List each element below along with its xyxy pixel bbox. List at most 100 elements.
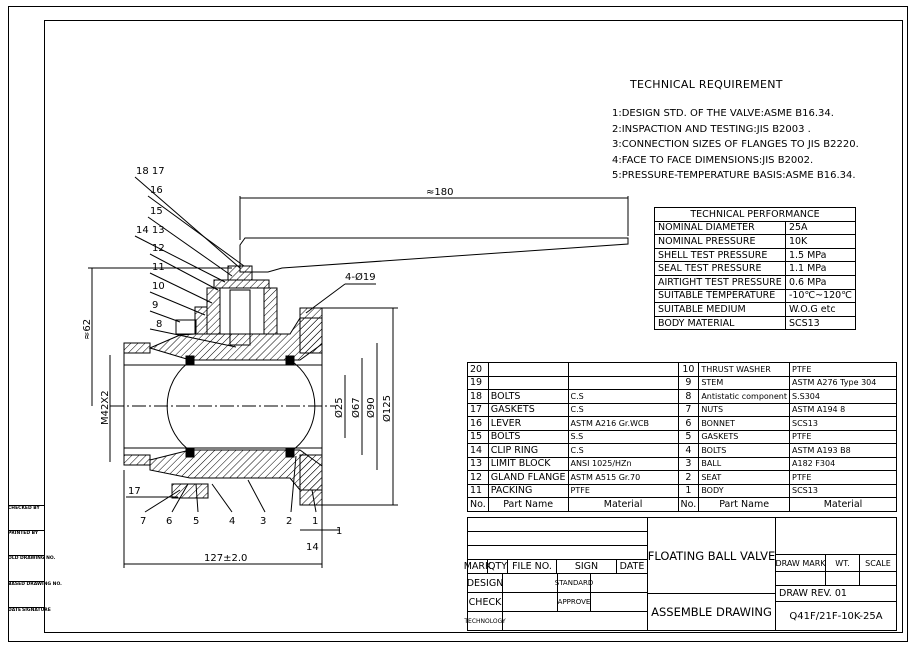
balloon-7: 7 bbox=[140, 516, 146, 527]
bom-header-material: Material bbox=[567, 497, 679, 512]
leader-1 bbox=[311, 489, 317, 513]
title-block: MARK QTY FILE NO. SIGN DATE DESIGN STAND… bbox=[464, 517, 897, 631]
balloon-17: 17 bbox=[128, 486, 141, 497]
requirement-item: 4:FACE TO FACE DIMENSIONS:JIS B2002. bbox=[612, 154, 814, 166]
bom-r-mat: PTFE bbox=[789, 429, 897, 444]
dim-125: Ø125 bbox=[381, 395, 393, 422]
leader-7 bbox=[144, 489, 181, 513]
side-label: CHECKED BY bbox=[8, 505, 44, 511]
bom-l-mat bbox=[567, 362, 679, 377]
leader-8 bbox=[149, 328, 237, 348]
balloon-1: 1 bbox=[312, 516, 318, 527]
bom-r-mat: ASTM A194 8 bbox=[789, 402, 897, 417]
balloon-4: 4 bbox=[229, 516, 235, 527]
bom-l-mat bbox=[567, 375, 679, 390]
leader-15 bbox=[147, 216, 233, 277]
technical-requirement-list: 1:DESIGN STD. OF THE VALVE:ASME B16.34. … bbox=[612, 106, 859, 184]
seat bbox=[285, 448, 295, 458]
dim-lever-length: ≈180 bbox=[426, 187, 453, 198]
bonnet-wall-right bbox=[263, 287, 278, 335]
model-number: Q41F/21F-10K-25A bbox=[775, 601, 897, 631]
leader-6 bbox=[171, 483, 189, 513]
bom-r-mat: ASTM A193 B8 bbox=[789, 443, 897, 458]
leader-9 bbox=[149, 310, 181, 323]
bom-r-mat: PTFE bbox=[789, 362, 897, 377]
dim-bore: Ø25 bbox=[333, 397, 345, 418]
bom-r-part: BODY bbox=[698, 483, 790, 498]
bom-r-part: SEAT bbox=[698, 470, 790, 485]
leader-5 bbox=[195, 483, 199, 513]
balloon-11: 11 bbox=[152, 262, 165, 273]
dim-face-to-face: 127±2.0 bbox=[204, 553, 247, 564]
bom-l-part: GASKETS bbox=[487, 402, 569, 417]
balloon-3: 3 bbox=[260, 516, 266, 527]
technical-requirement-title: TECHNICAL REQUIREMENT bbox=[630, 78, 783, 91]
right-flange-top bbox=[299, 307, 323, 354]
bom-l-part: BOLTS bbox=[487, 389, 569, 404]
bom-r-mat: PTFE bbox=[789, 470, 897, 485]
bom-l-mat: ANSI 1025/HZn bbox=[567, 456, 679, 471]
balloon-18-17: 18 17 bbox=[136, 166, 165, 177]
leader-16 bbox=[147, 195, 245, 267]
bonnet-wall-left bbox=[206, 287, 221, 335]
seat bbox=[185, 448, 195, 458]
requirement-item: 5:PRESSURE-TEMPERATURE BASIS:ASME B16.34… bbox=[612, 170, 856, 181]
bom-r-no: 2 bbox=[677, 470, 700, 485]
bom-l-mat: C.S bbox=[567, 443, 679, 458]
drawing-border bbox=[44, 20, 903, 633]
lever-shape bbox=[239, 237, 629, 273]
bom-header-part: Part Name bbox=[698, 497, 790, 512]
bom-r-no: 6 bbox=[677, 416, 700, 431]
balloon-16: 16 bbox=[150, 185, 163, 196]
balloon-2: 2 bbox=[286, 516, 292, 527]
dim-bolt-holes: 4-Ø19 bbox=[345, 271, 376, 283]
bolt-hole-leader bbox=[305, 283, 346, 314]
gland-flange bbox=[213, 279, 270, 289]
side-label: SIGNATURE bbox=[22, 607, 51, 613]
leader-4 bbox=[211, 483, 233, 513]
requirement-item: 3:CONNECTION SIZES OF FLANGES TO JIS B22… bbox=[612, 139, 859, 150]
bolt-top bbox=[175, 319, 197, 335]
bom-l-mat: C.S bbox=[567, 389, 679, 404]
bom-r-part: NUTS bbox=[698, 402, 790, 417]
bonnet bbox=[219, 287, 265, 335]
dim-67: Ø67 bbox=[350, 397, 362, 418]
bom-r-mat: SCS13 bbox=[789, 416, 897, 431]
bom-r-no: 5 bbox=[677, 429, 700, 444]
dim-1: 1 bbox=[336, 526, 342, 537]
bom-l-part: CLIP RING bbox=[487, 443, 569, 458]
side-label: DATE bbox=[8, 607, 22, 613]
side-label: PRINTED BY bbox=[8, 530, 44, 536]
bom-r-mat: A182 F304 bbox=[789, 456, 897, 471]
balloon-15: 15 bbox=[150, 206, 163, 217]
bom-header-no: No. bbox=[677, 497, 700, 512]
balloon-10: 10 bbox=[152, 281, 165, 292]
dim-height: ≈62 bbox=[82, 319, 93, 340]
bom-l-mat: C.S bbox=[567, 402, 679, 417]
right-flange-bottom bbox=[299, 454, 323, 506]
bom-l-part: PACKING bbox=[487, 483, 569, 498]
requirement-item: 1:DESIGN STD. OF THE VALVE:ASME B16.34. bbox=[612, 108, 834, 119]
balloon-5: 5 bbox=[193, 516, 199, 527]
seat bbox=[185, 355, 195, 365]
side-label: OLD DRAWING NO. bbox=[8, 555, 56, 561]
dim-90: Ø90 bbox=[365, 397, 377, 418]
balloon-14-13: 14 13 bbox=[136, 225, 165, 236]
balloon-6: 6 bbox=[166, 516, 172, 527]
balloon-9: 9 bbox=[152, 300, 158, 311]
bom-r-part: THRUST WASHER bbox=[698, 362, 790, 377]
leader-11 bbox=[149, 272, 213, 304]
balloon-12: 12 bbox=[152, 243, 165, 254]
balloon-8: 8 bbox=[156, 319, 162, 330]
bom-l-no: 18 bbox=[467, 389, 489, 404]
perf-value: SCS13 bbox=[784, 315, 857, 331]
left-end-bottom bbox=[123, 454, 151, 466]
bom-r-mat: SCS13 bbox=[789, 483, 897, 498]
